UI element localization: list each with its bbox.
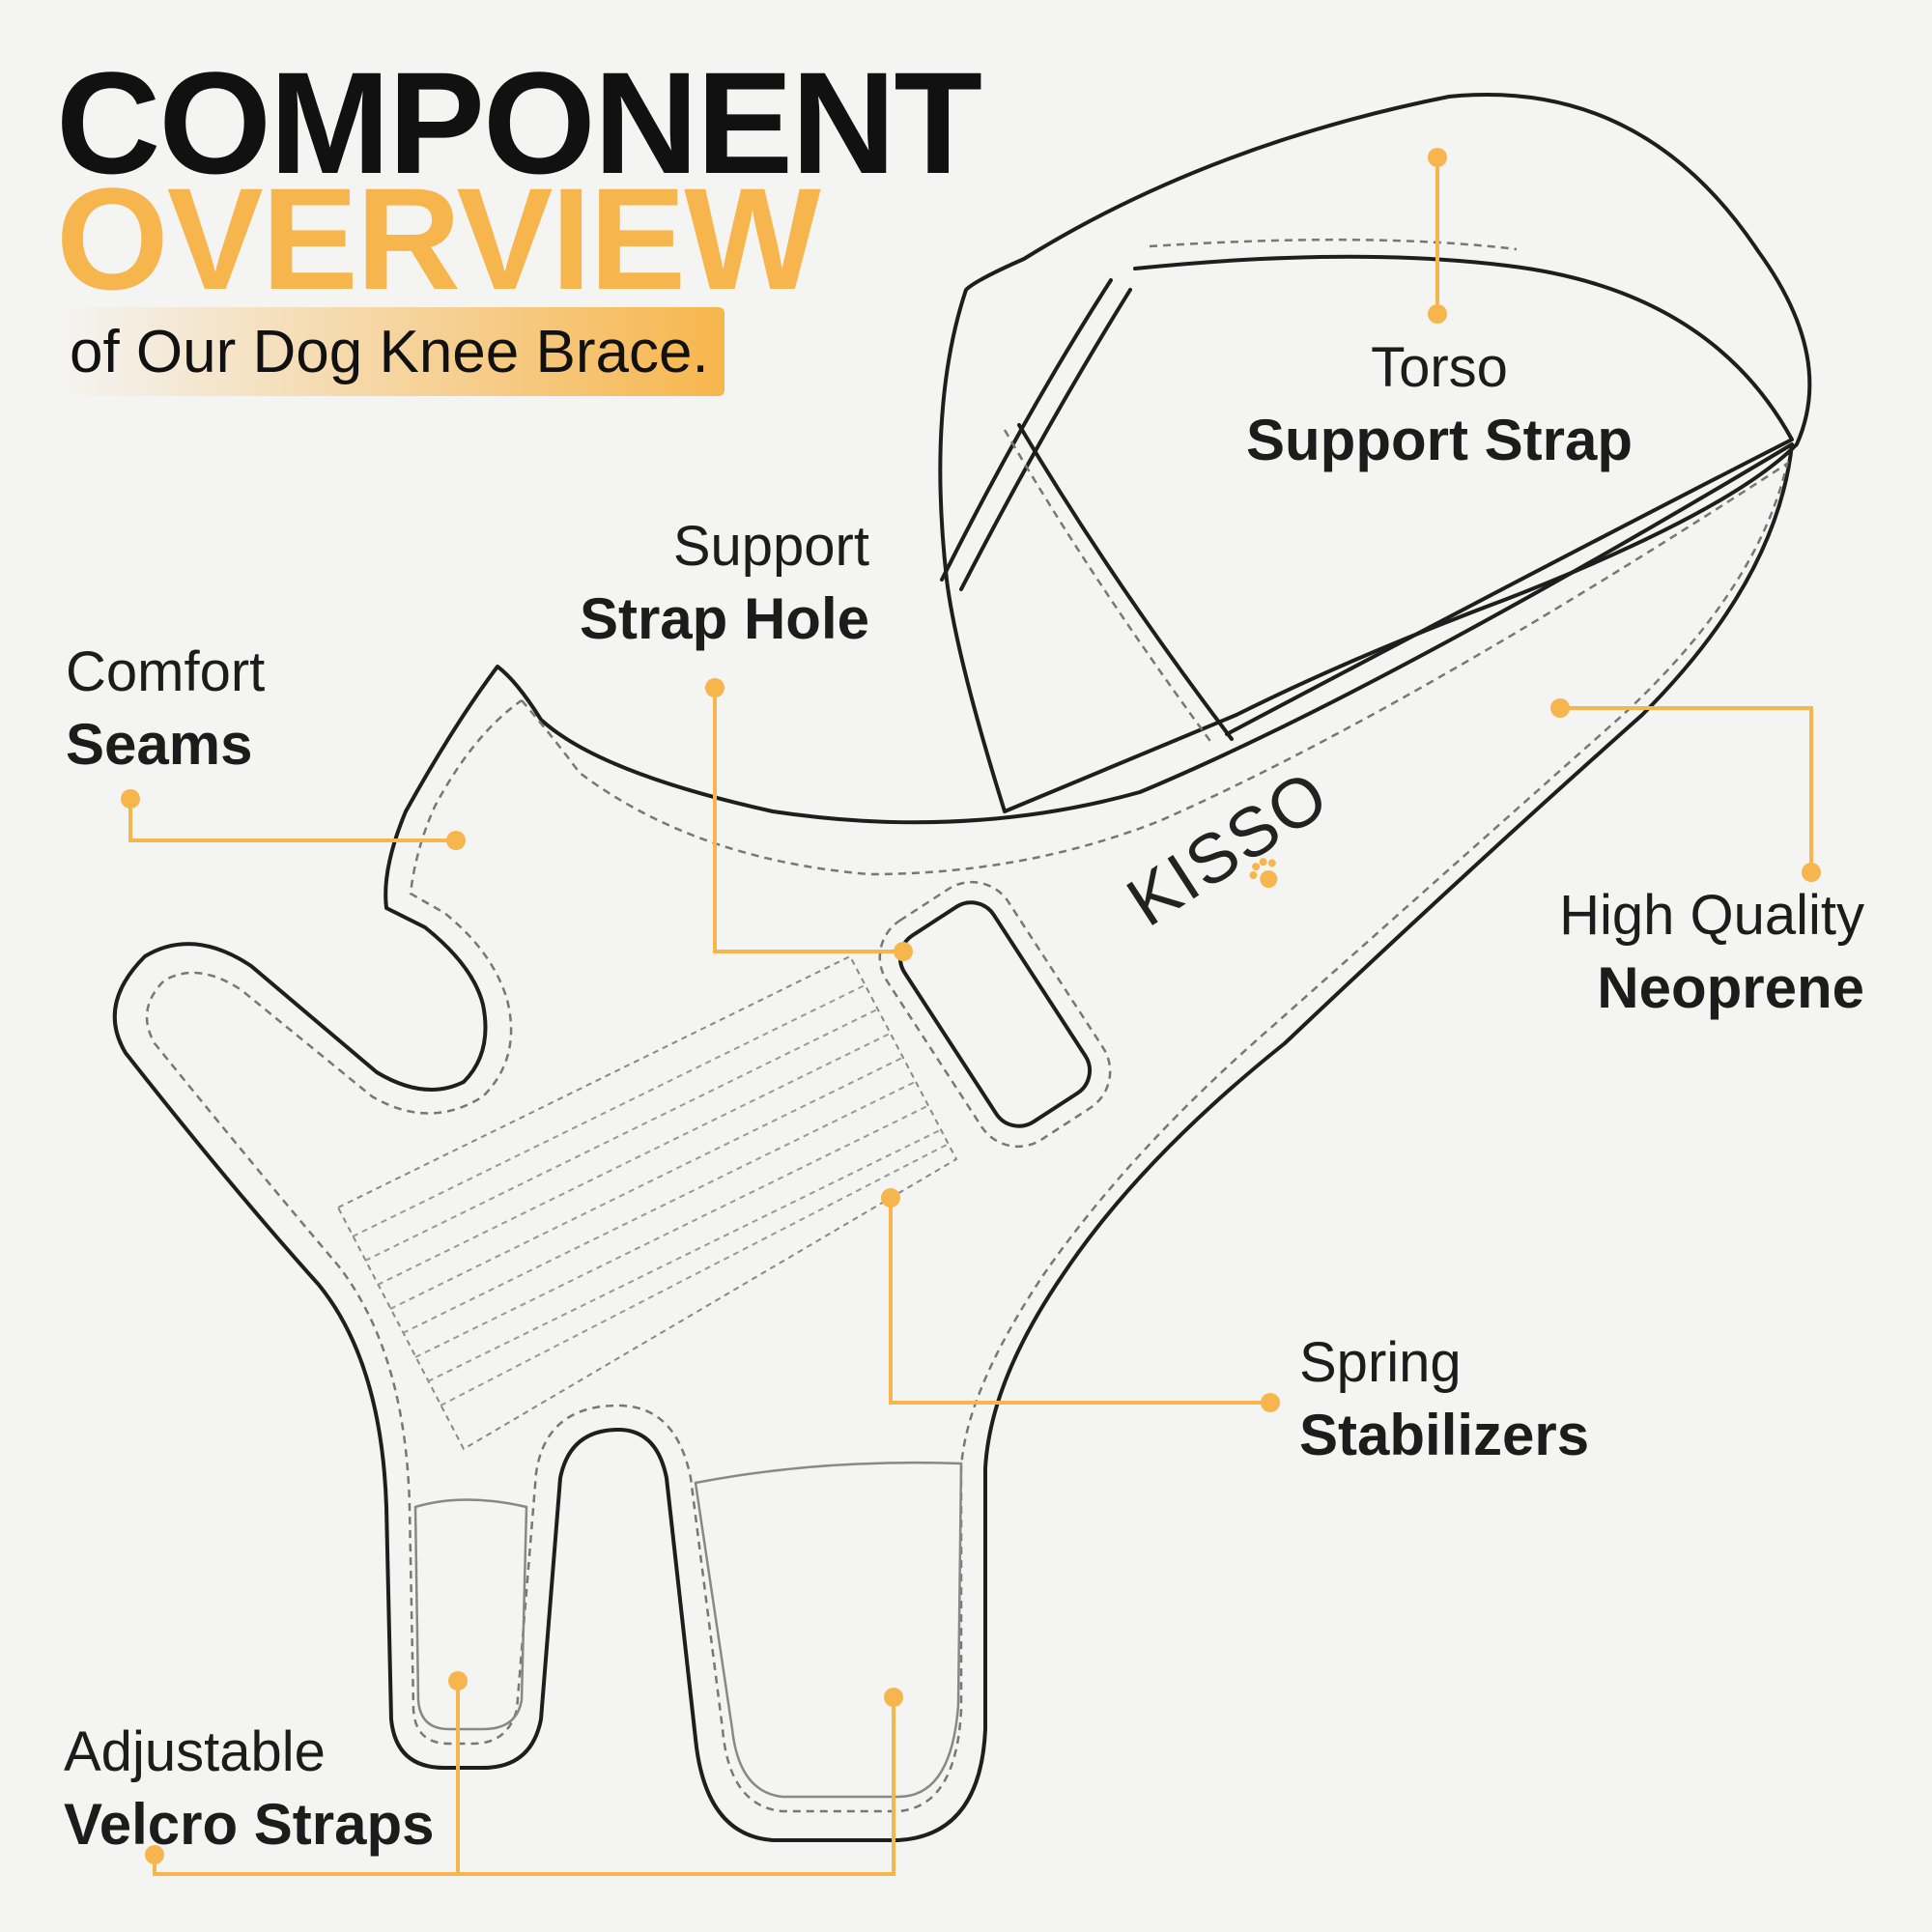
label-high-quality-neoprene: High Quality Neoprene (1430, 881, 1864, 1024)
torso-strap-cut (1017, 423, 1234, 741)
callout-spring (889, 1198, 1270, 1405)
callout-seams (128, 799, 456, 842)
label-hole-light: Support (672, 515, 869, 578)
title-line-2: OVERVIEW (56, 157, 821, 320)
label-support-strap-hole: Support Strap Hole (464, 512, 869, 655)
label-hole-bold: Strap Hole (579, 585, 869, 651)
callout-neoprene (1560, 706, 1813, 872)
torso-strap-band (940, 278, 1132, 591)
subtitle: of Our Dog Knee Brace. (70, 319, 709, 385)
paw-logo-icon (1249, 858, 1278, 889)
label-spring-bold: Stabilizers (1299, 1402, 1590, 1467)
subtitle-highlight (56, 307, 724, 396)
velcro-pad-left (413, 1498, 528, 1731)
strap-hole (897, 900, 1093, 1128)
callout-hole (713, 688, 903, 953)
title-line-1: COMPONENT (56, 42, 982, 204)
label-seams-light: Comfort (66, 640, 266, 703)
torso-strap-inner (1133, 254, 1794, 736)
velcro-pad-right (694, 1461, 963, 1799)
label-spring-light: Spring (1299, 1331, 1462, 1394)
torso-seam-line (1003, 238, 1518, 745)
label-neoprene-bold: Neoprene (1597, 954, 1864, 1020)
brace-body-outline (112, 442, 1794, 1842)
label-torso-support-strap: Torso Support Strap (1222, 333, 1657, 476)
torso-strap-outline (938, 93, 1812, 813)
label-torso-bold: Support Strap (1246, 407, 1633, 472)
label-comfort-seams: Comfort Seams (66, 638, 452, 781)
comfort-seam-line (145, 461, 1789, 1813)
label-velcro-light: Adjustable (64, 1720, 326, 1783)
spring-stabilizer-stripes (336, 954, 958, 1451)
label-torso-light: Torso (1371, 336, 1508, 399)
label-seams-bold: Seams (66, 711, 253, 777)
label-spring-stabilizers: Spring Stabilizers (1299, 1328, 1734, 1471)
label-adjustable-velcro-straps: Adjustable Velcro Straps (64, 1718, 527, 1861)
label-velcro-bold: Velcro Straps (64, 1791, 435, 1857)
label-neoprene-light: High Quality (1559, 884, 1864, 947)
